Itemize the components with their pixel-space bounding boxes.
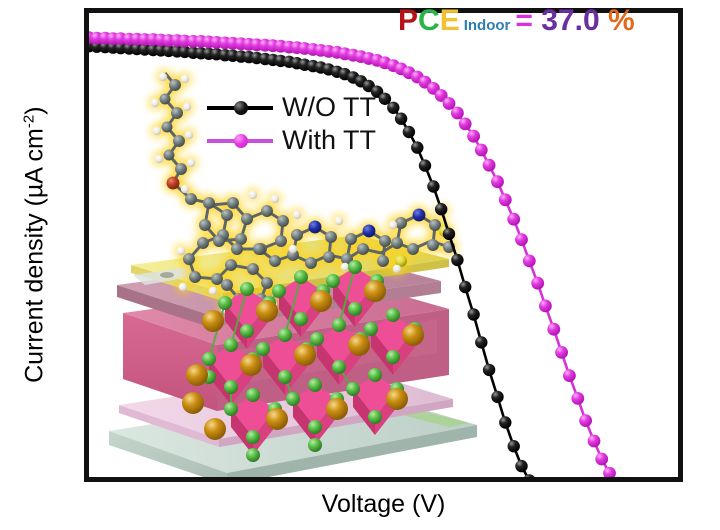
- data-point: [130, 32, 144, 46]
- plot-frame: W/O TT With TT: [84, 8, 683, 482]
- nitrogen-atom: [308, 220, 322, 234]
- data-point: [491, 175, 504, 189]
- legend-item-wo-tt: W/O TT: [207, 91, 376, 124]
- data-point: [218, 36, 232, 50]
- pce-letter-p: P: [398, 4, 419, 37]
- data-point: [603, 466, 616, 477]
- pce-percent-sign: %: [607, 4, 635, 37]
- data-point: [242, 37, 256, 51]
- data-point: [491, 390, 504, 404]
- data-point: [90, 31, 104, 45]
- data-point: [266, 39, 280, 53]
- data-point: [499, 416, 512, 429]
- legend: W/O TT With TT: [207, 91, 376, 157]
- data-point: [555, 346, 568, 359]
- data-point: [522, 254, 536, 268]
- data-point: [571, 392, 585, 405]
- data-point: [114, 32, 128, 45]
- data-point: [258, 38, 272, 52]
- data-point: [524, 474, 535, 477]
- legend-marker-magenta-icon: [207, 133, 273, 148]
- pce-letter-c: C: [418, 4, 440, 37]
- data-point: [106, 32, 120, 45]
- data-point: [154, 33, 168, 47]
- legend-label-with-tt: With TT: [282, 125, 376, 155]
- pce-value: 37.0: [541, 4, 600, 37]
- data-point: [89, 40, 96, 53]
- data-point: [162, 34, 176, 47]
- data-point: [210, 36, 223, 49]
- y-axis-label-exponent: -2: [20, 114, 38, 129]
- data-point: [226, 36, 240, 50]
- oxygen-atom: [166, 176, 180, 190]
- sulfur-atom: [439, 225, 451, 237]
- legend-marker-black-icon: [207, 100, 273, 115]
- data-point: [138, 33, 152, 46]
- data-point: [89, 31, 96, 44]
- data-point: [274, 39, 288, 53]
- data-point: [531, 276, 545, 290]
- data-point: [122, 32, 136, 46]
- y-axis-label: Current density (µA cm-2): [20, 35, 49, 455]
- legend-label-wo-tt: W/O TT: [282, 92, 376, 122]
- pce-equals-sign: =: [515, 4, 533, 37]
- data-point: [587, 434, 601, 448]
- y-axis-label-main: Current density (µA cm: [20, 128, 49, 383]
- data-point: [186, 35, 200, 48]
- data-point: [515, 233, 528, 247]
- data-point: [234, 37, 248, 51]
- data-point: [99, 40, 112, 54]
- x-axis-label: Voltage (V): [321, 490, 446, 518]
- data-point: [90, 40, 103, 53]
- data-point: [282, 40, 296, 54]
- data-point: [515, 459, 528, 473]
- data-point: [563, 369, 576, 382]
- nitrogen-atom: [362, 224, 376, 238]
- data-point: [98, 31, 112, 45]
- plot-area: W/O TT With TT: [89, 13, 678, 477]
- legend-item-with-tt: With TT: [207, 124, 376, 157]
- data-point: [498, 193, 512, 207]
- data-point: [595, 452, 609, 466]
- data-point: [194, 35, 208, 48]
- nitrogen-atom: [412, 208, 426, 222]
- pce-letter-e: E: [439, 4, 460, 37]
- data-point: [178, 34, 192, 48]
- data-point: [507, 440, 520, 453]
- data-point: [106, 41, 120, 54]
- y-axis-label-close: ): [20, 106, 49, 115]
- data-point: [507, 212, 521, 226]
- data-point: [539, 299, 552, 313]
- data-point: [547, 322, 561, 336]
- pce-subscript-indoor: Indoor: [463, 17, 511, 34]
- data-point: [250, 38, 264, 52]
- data-point: [202, 35, 216, 49]
- data-point: [579, 414, 592, 427]
- data-point: [170, 34, 184, 47]
- data-point: [146, 33, 160, 46]
